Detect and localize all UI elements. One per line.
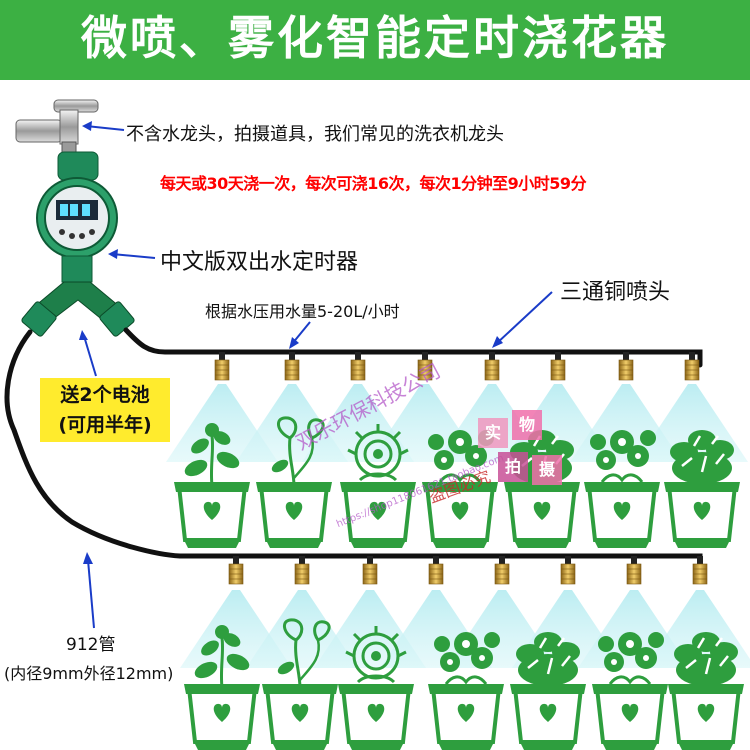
spray-row-bottom bbox=[180, 590, 750, 668]
nozzle-label: 三通铜喷头 bbox=[560, 280, 671, 305]
tube-arrow bbox=[83, 552, 95, 629]
nozzle-row-top bbox=[214, 351, 700, 381]
nozzle-row-bottom bbox=[228, 555, 708, 585]
watermark-stamp-2: 物 bbox=[512, 410, 542, 440]
schedule-note: 每天或30天浇一次，每次可浇16次，每次1分钟至9小时59分 bbox=[160, 174, 587, 193]
faucet-note: 不含水龙头，拍摄道具，我们常见的洗衣机龙头 bbox=[126, 124, 504, 145]
timer-arrow bbox=[108, 249, 156, 259]
water-timer bbox=[21, 151, 135, 337]
flow-arrow bbox=[289, 321, 311, 349]
nozzle-arrow bbox=[492, 291, 553, 348]
watermark-stamp-1: 实 bbox=[478, 418, 508, 448]
flow-note: 根据水压用水量5-20L/小时 bbox=[205, 302, 400, 321]
watermark-stamp-3: 拍 bbox=[498, 452, 528, 482]
battery-note: 送2个电池 (可用半年) bbox=[40, 378, 170, 442]
battery-arrow bbox=[79, 330, 97, 377]
timer-label: 中文版双出水定时器 bbox=[160, 250, 359, 275]
title-banner: 微喷、雾化智能定时浇花器 bbox=[0, 0, 750, 80]
page-title: 微喷、雾化智能定时浇花器 bbox=[81, 11, 669, 65]
irrigation-tube bbox=[4, 327, 703, 571]
battery-line1: 送2个电池 bbox=[60, 384, 150, 406]
watermark-stamp-4: 摄 bbox=[532, 455, 562, 485]
tube-spec: (内径9mm外径12mm) bbox=[4, 664, 174, 683]
faucet-prop bbox=[15, 99, 99, 157]
battery-line2: (可用半年) bbox=[58, 414, 152, 436]
faucet-arrow bbox=[82, 121, 125, 131]
tube-name: 912管 bbox=[66, 635, 116, 655]
